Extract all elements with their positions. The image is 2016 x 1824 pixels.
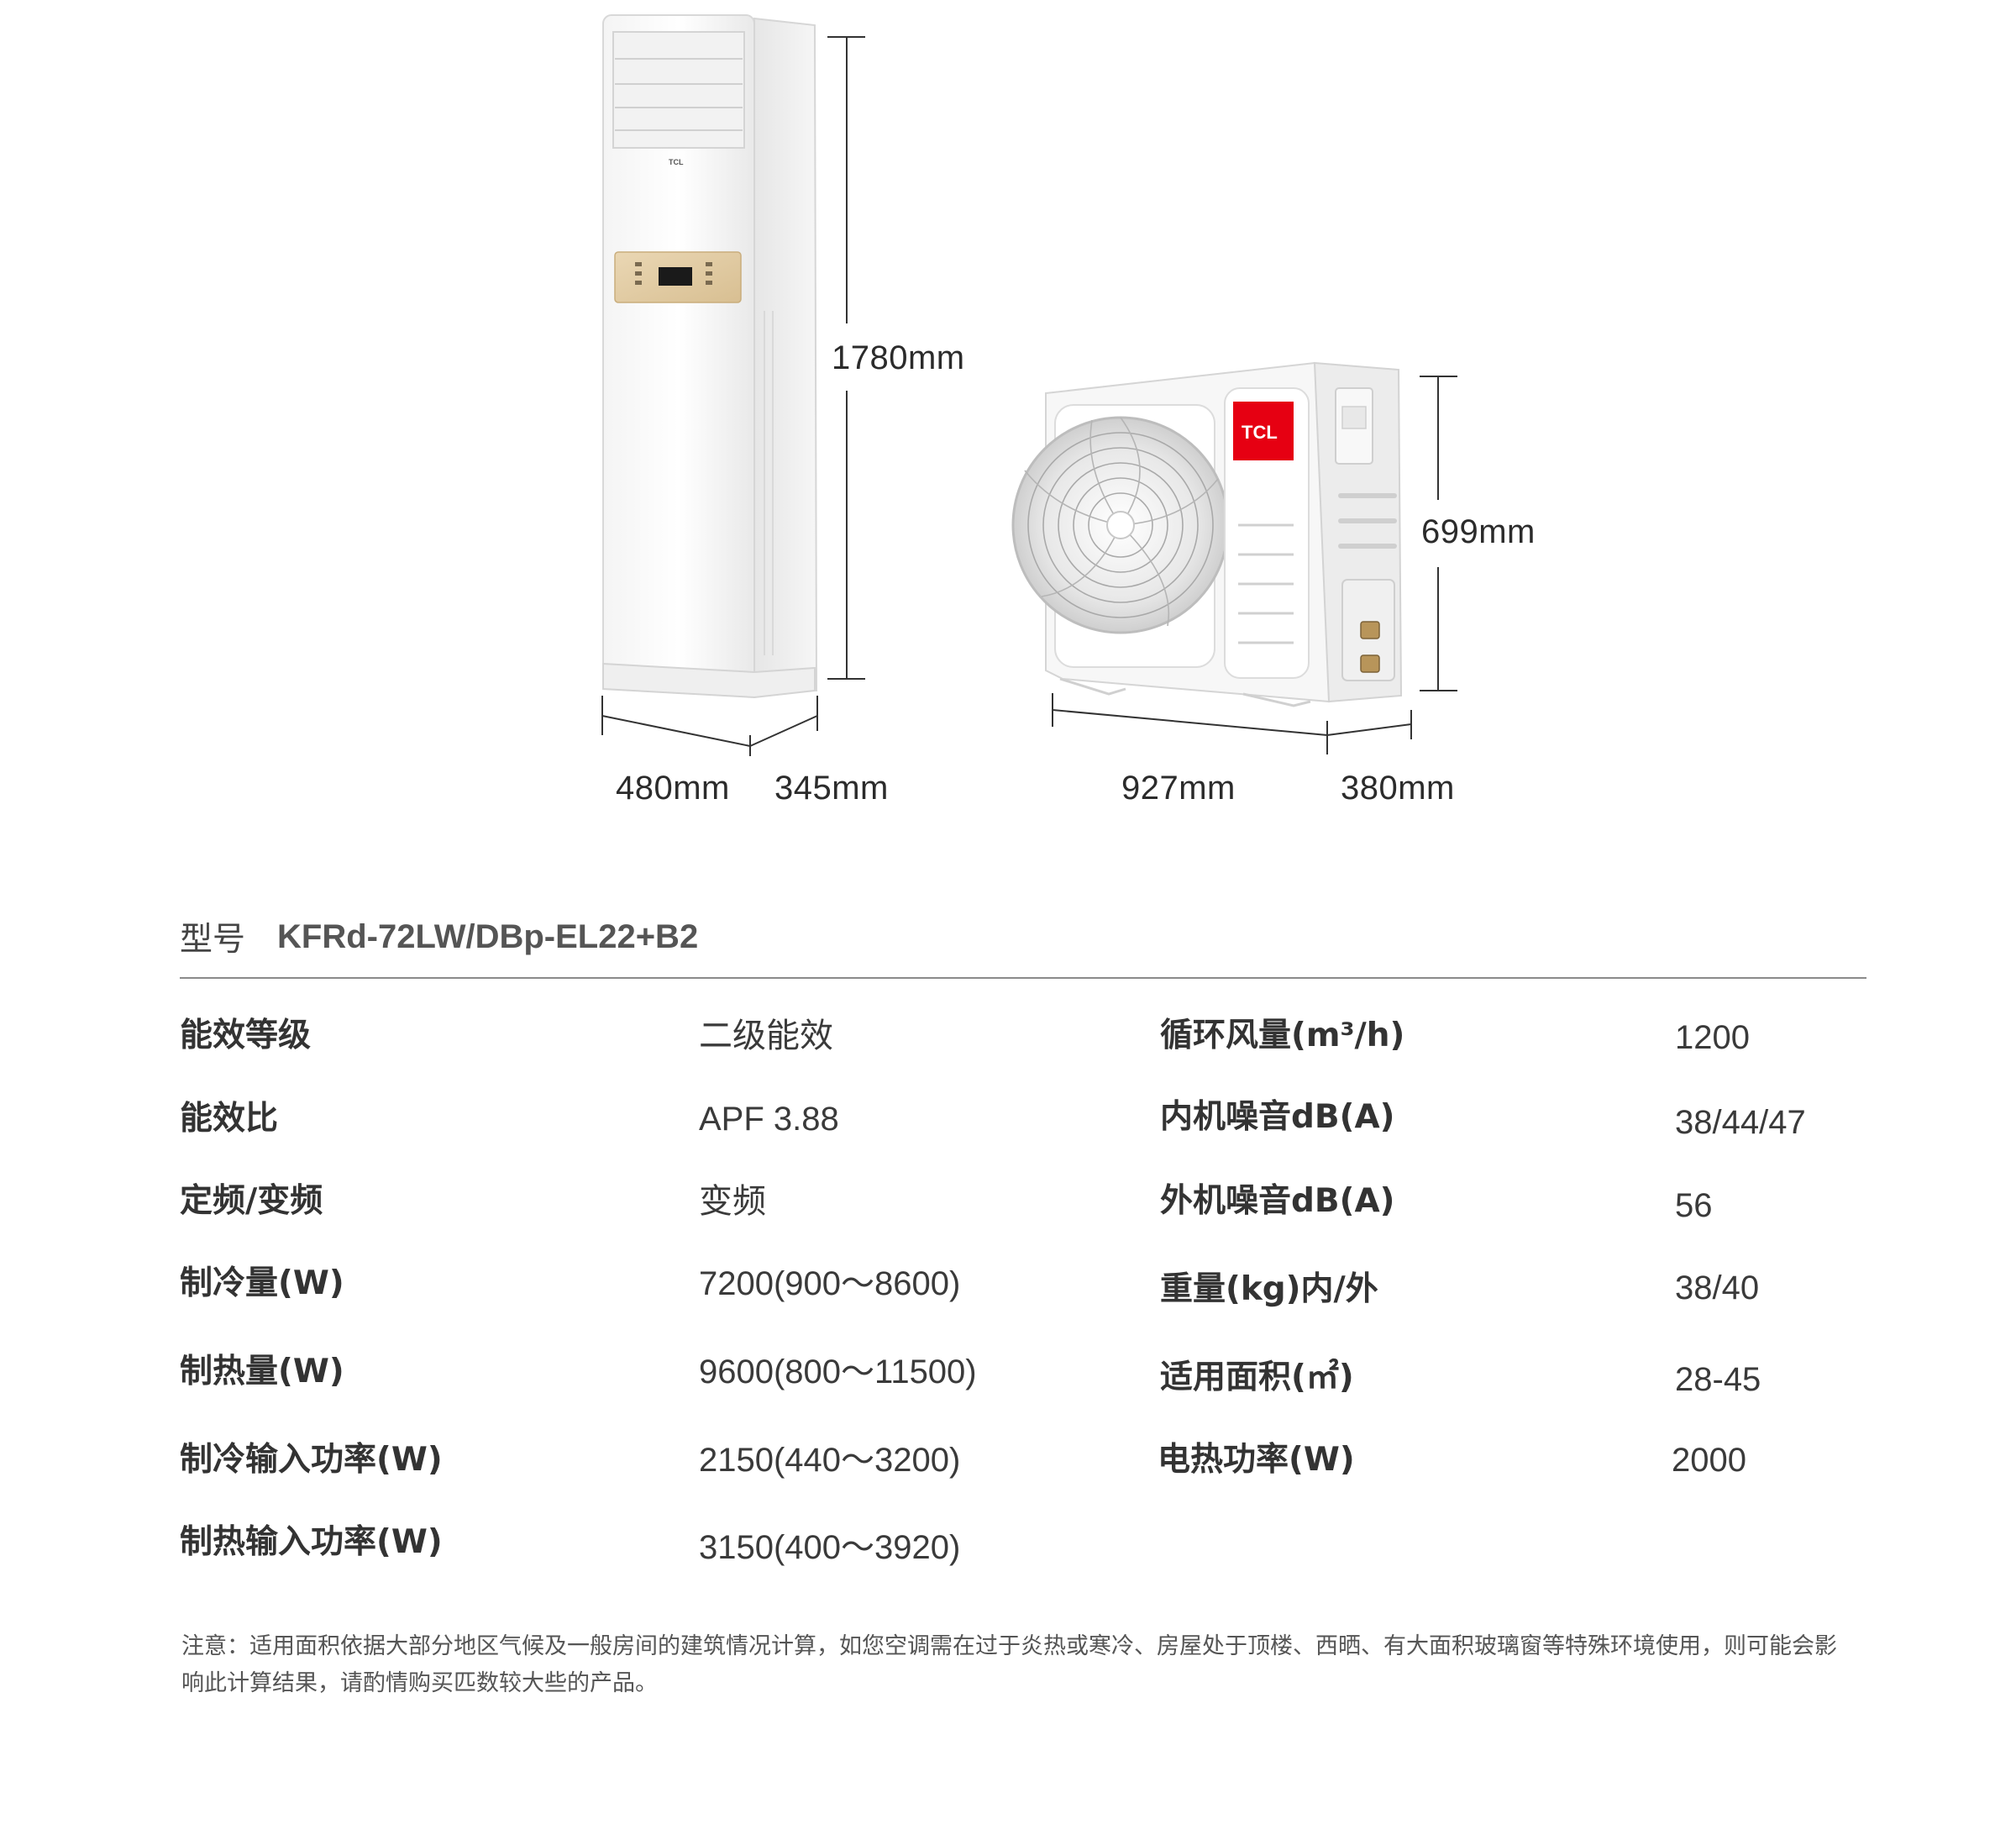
outdoor-height-dimension: [1420, 376, 1457, 691]
model-label: 型号: [180, 921, 246, 959]
spec-label: 外机噪音dB(A): [1160, 1182, 1395, 1220]
spec-value: 3150(400～3920): [699, 1529, 961, 1566]
indoor-unit: TCL: [602, 14, 818, 699]
spec-label: 定频/变频: [180, 1182, 323, 1220]
indoor-base-dimension: [601, 696, 818, 756]
model-row: 型号 KFRd-72LW/DBp-EL22+B2: [180, 912, 698, 962]
spec-label: 制热量(W): [180, 1353, 344, 1390]
spec-value: 2150(440～3200): [699, 1442, 961, 1479]
footnote: 注意：适用面积依据大部分地区气候及一般房间的建筑情况计算，如您空调需在过于炎热或…: [181, 1633, 1837, 1696]
outdoor-logo-text: TCL: [1242, 422, 1278, 443]
spec-label: 制冷量(W): [180, 1264, 344, 1302]
product-illustration: TCL: [0, 0, 2016, 840]
outdoor-depth-label: 380mm: [1341, 770, 1455, 807]
indoor-height-dimension: [827, 36, 865, 680]
outdoor-width-label: 927mm: [1121, 770, 1236, 807]
spec-value: 38/44/47: [1675, 1104, 1806, 1141]
spec-label: 制热输入功率(W): [180, 1523, 443, 1561]
spec-label: 循环风量(m³/h): [1160, 1017, 1405, 1054]
spec-label: 重量(kg)内/外: [1160, 1270, 1378, 1308]
model-value: KFRd-72LW/DBp-EL22+B2: [277, 917, 699, 955]
spec-value: 二级能效: [699, 1017, 833, 1054]
outdoor-unit: TCL: [1011, 361, 1403, 707]
spec-value: 7200(900～8600): [699, 1265, 961, 1302]
spec-label: 制冷输入功率(W): [180, 1441, 443, 1479]
spec-value: 9600(800～11500): [699, 1354, 977, 1390]
outdoor-base-dimension: [1052, 693, 1412, 754]
spec-value: 38/40: [1675, 1269, 1760, 1306]
product-drawing: TCL: [601, 14, 1457, 756]
spec-value: 28-45: [1675, 1361, 1761, 1398]
spec-label: 适用面积(㎡): [1160, 1359, 1354, 1396]
spec-label: 电热功率(W): [1158, 1441, 1355, 1479]
spec-value: 变频: [699, 1183, 766, 1220]
spec-value: 56: [1675, 1187, 1713, 1224]
indoor-width-label: 480mm: [616, 770, 730, 807]
divider: [180, 977, 1866, 979]
spec-value: 2000: [1672, 1442, 1746, 1479]
spec-value: APF 3.88: [699, 1101, 839, 1138]
indoor-logo-text: TCL: [669, 158, 684, 166]
outdoor-height-label: 699mm: [1421, 513, 1536, 550]
spec-value: 1200: [1675, 1019, 1750, 1056]
spec-label: 内机噪音dB(A): [1160, 1098, 1395, 1136]
indoor-depth-label: 345mm: [774, 770, 889, 807]
spec-label: 能效等级: [180, 1017, 312, 1054]
spec-label: 能效比: [180, 1100, 279, 1138]
indoor-height-label: 1780mm: [832, 339, 965, 376]
